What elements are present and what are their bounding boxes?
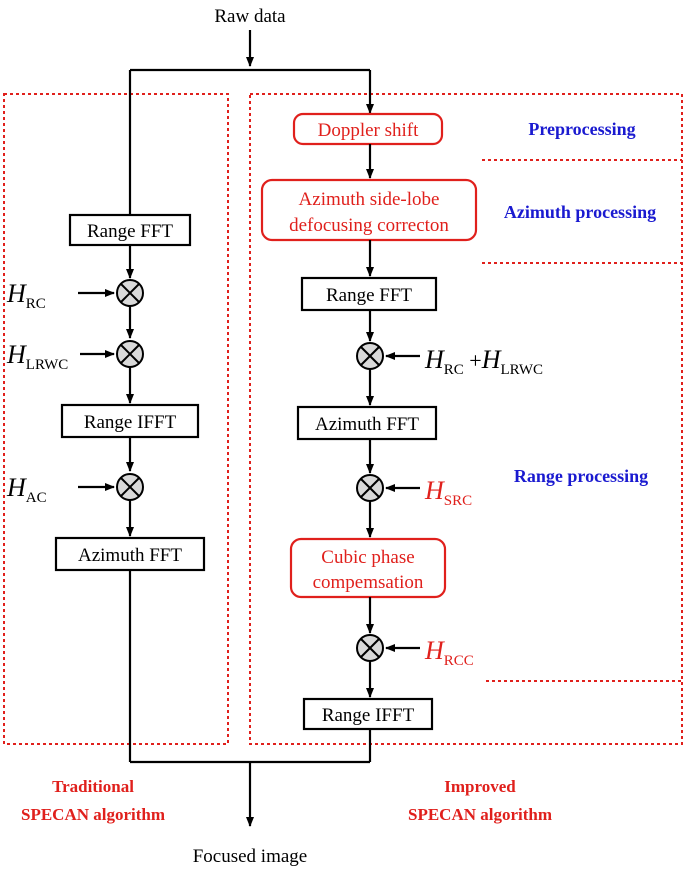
imp-azimuth-fft-label: Azimuth FFT (315, 414, 419, 435)
doppler-shift-box (292, 112, 444, 146)
h-ac-factor: HAC (6, 473, 47, 506)
stage-preprocessing-label: Preprocessing (528, 119, 635, 139)
stage-azimuth-processing-label: Azimuth processing (504, 202, 656, 222)
azimuth-sidelobe-label-1: Azimuth side-lobe (299, 189, 440, 210)
trad-range-ifft-label: Range IFFT (84, 412, 177, 433)
traditional-caption-line1: Traditional (52, 777, 134, 796)
cubic-phase-label-2: compemsation (313, 572, 424, 593)
h-src-factor: HSRC (424, 476, 472, 509)
improved-caption-line1: Improved (444, 777, 516, 796)
h-lrwc-factor: HLRWC (6, 340, 68, 373)
cubic-phase-label-1: Cubic phase (321, 547, 414, 568)
trad-multiplier-3 (116, 473, 144, 501)
trad-azimuth-fft-label: Azimuth FFT (78, 545, 182, 566)
trad-range-ifft-box (60, 403, 200, 439)
trad-range-fft-label: Range FFT (87, 221, 173, 242)
imp-azimuth-fft-box (296, 405, 438, 441)
imp-range-fft-label: Range FFT (326, 285, 412, 306)
trad-multiplier-1 (116, 279, 144, 307)
imp-range-fft-box (300, 276, 438, 312)
trad-multiplier-2 (116, 340, 144, 368)
imp-range-ifft-label: Range IFFT (322, 705, 415, 726)
focused-image-label: Focused image (193, 846, 308, 867)
raw-data-label: Raw data (214, 6, 286, 27)
trad-azimuth-fft-box (54, 536, 206, 572)
improved-group-frame (249, 93, 683, 745)
traditional-caption-line2: SPECAN algorithm (21, 805, 165, 824)
h-rc-plus-h-lrwc-factor: HRC +HLRWC (424, 345, 543, 378)
doppler-shift-label: Doppler shift (318, 120, 420, 141)
trad-range-fft-box (68, 213, 192, 247)
imp-multiplier-2 (356, 474, 384, 502)
h-rc-factor: HRC (6, 279, 46, 312)
cubic-phase-compensation-box (289, 537, 447, 599)
traditional-group-frame (3, 93, 229, 745)
azimuth-sidelobe-label-2: defocusing correcton (289, 215, 449, 236)
h-rcc-factor: HRCC (424, 636, 474, 669)
improved-caption-line2: SPECAN algorithm (408, 805, 552, 824)
imp-multiplier-1 (356, 342, 384, 370)
imp-multiplier-3 (356, 634, 384, 662)
stage-range-processing-label: Range processing (514, 466, 648, 486)
imp-range-ifft-box (302, 697, 434, 731)
